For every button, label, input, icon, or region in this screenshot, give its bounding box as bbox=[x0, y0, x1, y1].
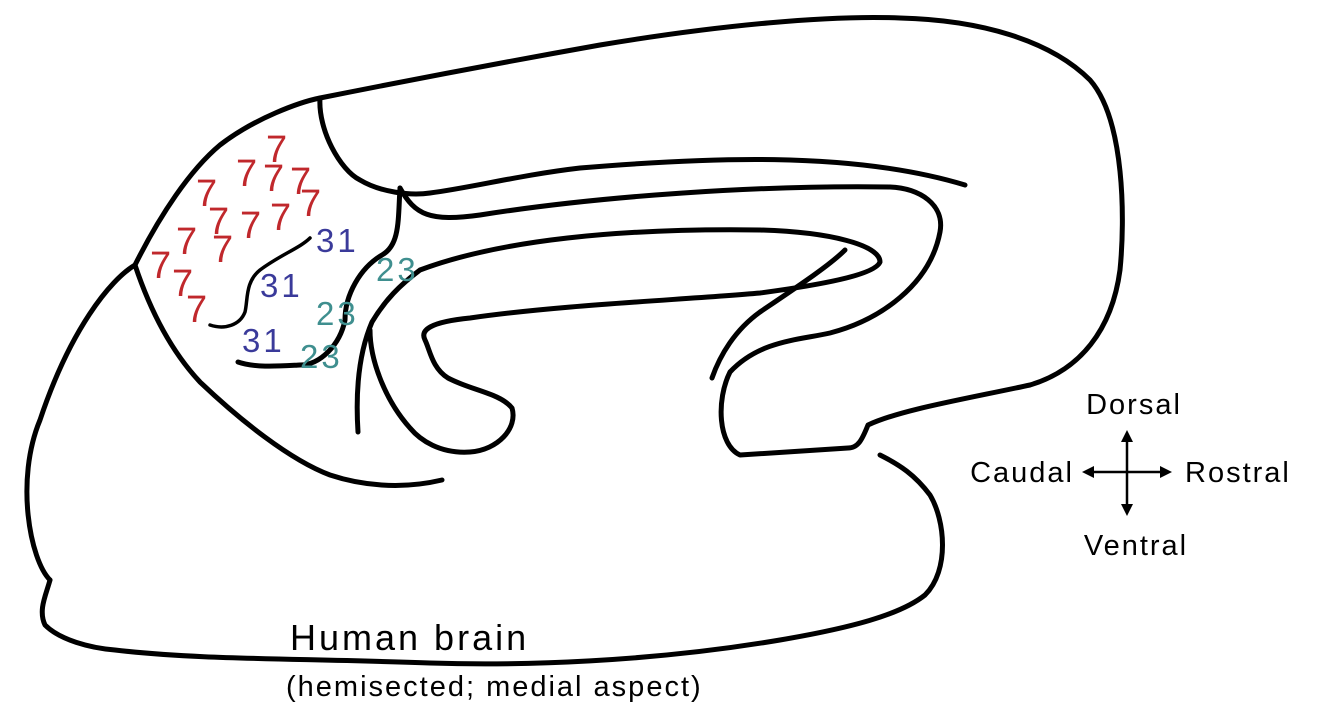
area-7-label: 7 bbox=[186, 289, 207, 331]
area-7-label: 7 bbox=[212, 229, 233, 271]
area-23-label: 23 bbox=[316, 295, 359, 332]
area-23-label: 23 bbox=[300, 338, 343, 375]
area-7-label: 7 bbox=[240, 205, 261, 247]
arrow-right-icon bbox=[1160, 466, 1172, 478]
ventral-label: Ventral bbox=[1084, 530, 1188, 562]
area-7-label: 7 bbox=[270, 197, 291, 239]
arrow-down-icon bbox=[1121, 504, 1133, 516]
diagram-title: Human brain bbox=[290, 617, 529, 658]
area-31-label: 31 bbox=[260, 267, 303, 304]
arrow-up-icon bbox=[1121, 430, 1133, 442]
dorsal-label: Dorsal bbox=[1086, 389, 1182, 421]
area-7-label: 7 bbox=[176, 221, 197, 263]
caudal-label: Caudal bbox=[970, 457, 1074, 489]
area-7-label: 7 bbox=[263, 158, 284, 200]
area-7-label: 7 bbox=[150, 245, 171, 287]
brain-outline bbox=[27, 17, 1122, 663]
area-31-label: 31 bbox=[242, 322, 285, 359]
diagram-subtitle: (hemisected; medial aspect) bbox=[286, 671, 703, 703]
area-31-label: 31 bbox=[316, 222, 359, 259]
area-23-label: 23 bbox=[376, 251, 419, 288]
orientation-compass: Dorsal Ventral Caudal Rostral bbox=[970, 389, 1291, 562]
area-7-label: 7 bbox=[236, 153, 257, 195]
area-7-label: 7 bbox=[300, 183, 321, 225]
arrow-left-icon bbox=[1082, 466, 1094, 478]
rostral-label: Rostral bbox=[1185, 457, 1291, 489]
